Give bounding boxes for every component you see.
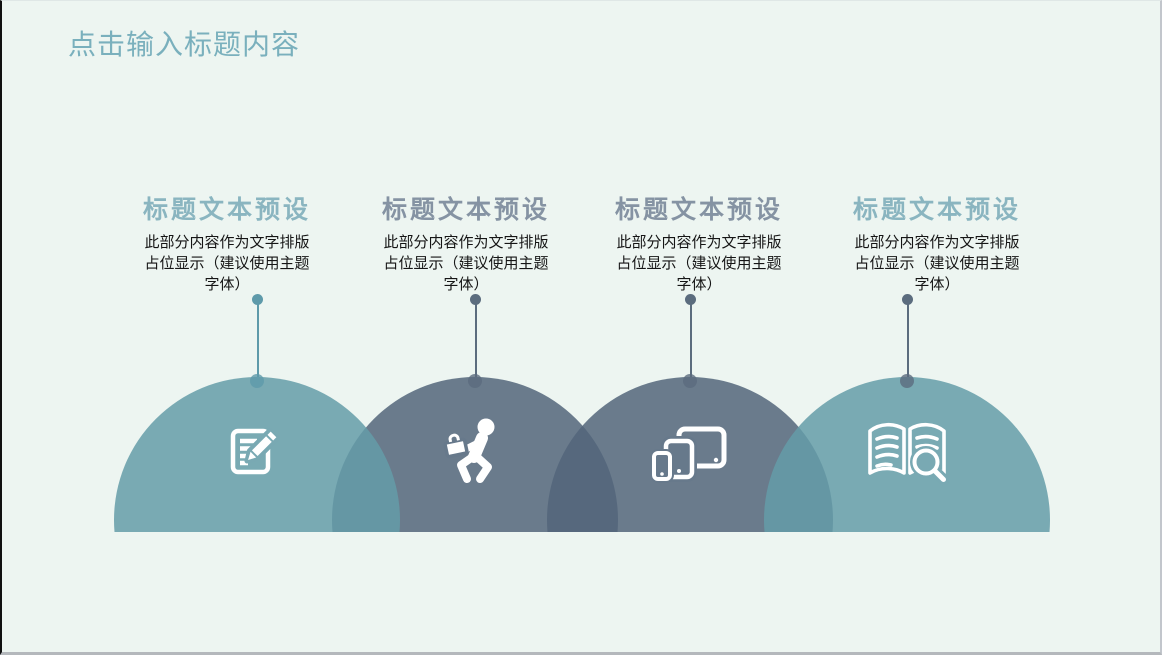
column-3-body: 此部分内容作为文字排版占位显示（建议使用主题字体） bbox=[616, 234, 782, 293]
pin-anchor-dot bbox=[468, 374, 482, 388]
pin-anchor-dot bbox=[250, 374, 264, 388]
column-4-body: 此部分内容作为文字排版占位显示（建议使用主题字体） bbox=[854, 234, 1020, 293]
column-4-text-block[interactable]: 标题文本预设 此部分内容作为文字排版占位显示（建议使用主题字体） bbox=[837, 196, 1037, 295]
column-1-text-block[interactable]: 标题文本预设 此部分内容作为文字排版占位显示（建议使用主题字体） bbox=[127, 196, 327, 295]
column-2-text-block[interactable]: 标题文本预设 此部分内容作为文字排版占位显示（建议使用主题字体） bbox=[366, 196, 566, 295]
pin-dot bbox=[470, 294, 481, 305]
connector-pin-4 bbox=[902, 294, 913, 377]
pin-dot bbox=[902, 294, 913, 305]
dome-row bbox=[2, 1, 1160, 532]
pin-line bbox=[906, 304, 909, 377]
column-4-heading: 标题文本预设 bbox=[852, 197, 1021, 224]
pin-anchor-dot bbox=[900, 374, 914, 388]
responsive-devices-icon bbox=[652, 426, 727, 483]
column-3-heading: 标题文本预设 bbox=[614, 197, 783, 224]
pin-dot bbox=[252, 294, 263, 305]
businessman-running-icon bbox=[443, 418, 495, 483]
column-1-heading: 标题文本预设 bbox=[142, 197, 311, 224]
dome-1 bbox=[114, 377, 400, 532]
connector-pin-2 bbox=[470, 294, 481, 377]
pin-line bbox=[256, 304, 259, 377]
connector-pin-3 bbox=[685, 294, 696, 377]
column-2-body: 此部分内容作为文字排版占位显示（建议使用主题字体） bbox=[383, 234, 549, 293]
dome-4 bbox=[764, 377, 1050, 532]
pin-line bbox=[474, 304, 477, 377]
book-search-icon bbox=[868, 422, 950, 486]
notepad-pencil-icon bbox=[230, 427, 281, 475]
pin-dot bbox=[685, 294, 696, 305]
page-title[interactable]: 点击输入标题内容 bbox=[68, 29, 301, 60]
pin-anchor-dot bbox=[683, 374, 697, 388]
column-3-text-block[interactable]: 标题文本预设 此部分内容作为文字排版占位显示（建议使用主题字体） bbox=[599, 196, 799, 295]
pin-line bbox=[689, 304, 692, 377]
column-2-heading: 标题文本预设 bbox=[381, 197, 550, 224]
connector-pin-1 bbox=[252, 294, 263, 377]
column-1-body: 此部分内容作为文字排版占位显示（建议使用主题字体） bbox=[144, 234, 310, 293]
